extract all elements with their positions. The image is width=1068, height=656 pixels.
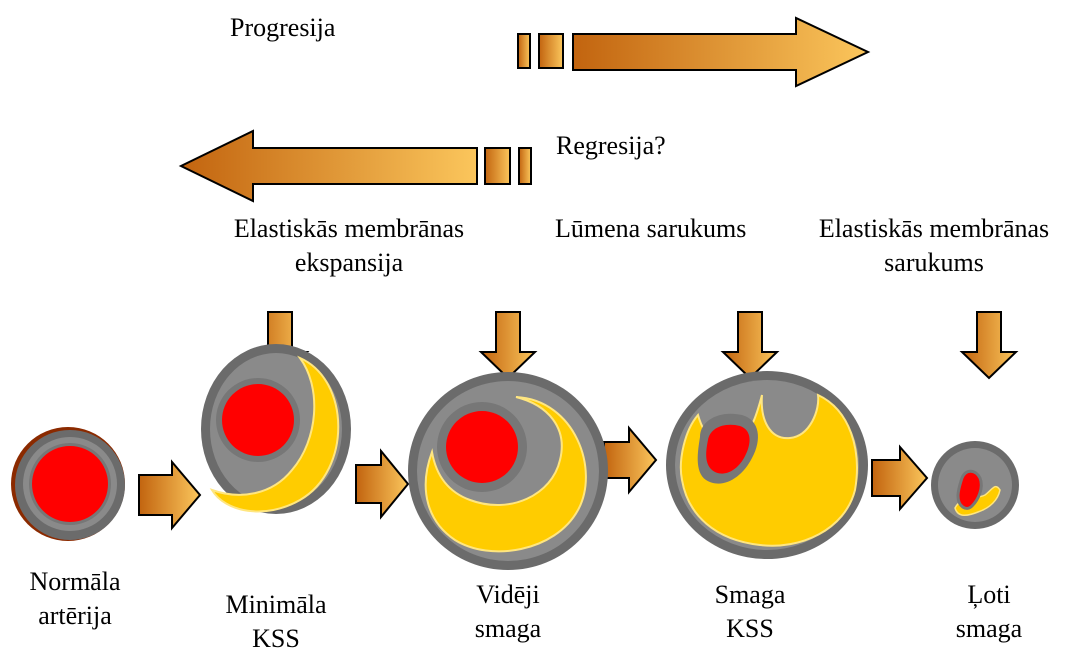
lumen: [32, 446, 108, 522]
stage-arrow-3: [604, 428, 656, 492]
expansion-label-line1: Elastiskās membrānas: [204, 212, 494, 246]
stage-label-line1: Vidēji: [448, 578, 568, 612]
stage-label-line2: artērija: [15, 599, 135, 633]
stage-label-line1: Minimāla: [216, 588, 336, 622]
down-arrow-4: [962, 312, 1016, 378]
stage-label-severe: Smaga KSS: [690, 578, 810, 646]
stage-label-line1: Normāla: [15, 565, 135, 599]
vessel-severe: [666, 371, 868, 559]
stage-arrow-2: [356, 451, 408, 517]
lumen-shrink-label: Lūmena sarukums: [555, 212, 746, 246]
membrane-shrink-label-line1: Elastiskās membrānas: [800, 212, 1068, 246]
down-arrow-3: [723, 312, 777, 378]
stage-label-line2: KSS: [216, 622, 336, 656]
vessel-minimal: [201, 344, 351, 514]
stage-label-line2: smaga: [448, 612, 568, 646]
stage-label-line1: Ļoti: [929, 578, 1049, 612]
lumen: [222, 384, 294, 456]
membrane-shrink-label: Elastiskās membrānas sarukums: [800, 212, 1068, 280]
stage-label-line1: Smaga: [690, 578, 810, 612]
progression-arrow: [518, 18, 868, 86]
progression-label: Progresija: [230, 11, 335, 45]
stage-label-very-severe: Ļoti smaga: [929, 578, 1049, 646]
regression-arrow: [181, 131, 531, 201]
expansion-label-line2: ekspansija: [204, 246, 494, 280]
vessel-moderate: [408, 372, 608, 570]
stage-label-line2: KSS: [690, 612, 810, 646]
stage-label-normal: Normāla artērija: [15, 565, 135, 633]
stage-label-line2: smaga: [929, 612, 1049, 646]
vessel-normal: [11, 427, 125, 541]
vessel-very-severe: [931, 441, 1019, 529]
lumen: [446, 411, 518, 483]
expansion-label: Elastiskās membrānas ekspansija: [204, 212, 494, 280]
membrane-shrink-label-line2: sarukums: [800, 246, 1068, 280]
regression-label: Regresija?: [556, 129, 666, 163]
stage-arrow-4: [872, 447, 927, 509]
down-arrow-2: [481, 312, 535, 378]
stage-arrow-1: [139, 462, 200, 528]
stage-label-moderate: Vidēji smaga: [448, 578, 568, 646]
